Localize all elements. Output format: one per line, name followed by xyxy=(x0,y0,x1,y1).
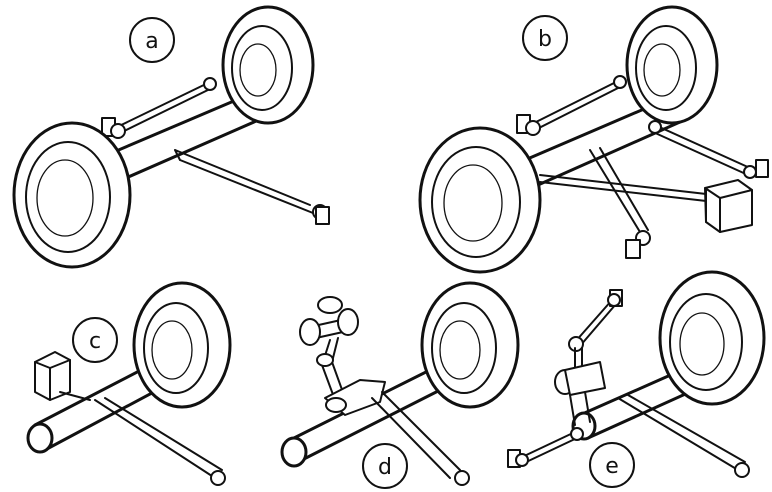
pivot-joint xyxy=(570,427,584,441)
panel-label-circle xyxy=(589,442,635,488)
panel-label-circle xyxy=(362,443,408,489)
pivot-joint xyxy=(734,462,750,478)
pivot-joint xyxy=(607,293,621,307)
panel-label-c: c xyxy=(89,329,101,354)
panel-a: a xyxy=(12,5,330,269)
shock-bracket xyxy=(704,179,753,233)
panel-b: b xyxy=(418,5,769,274)
panel-label-d: d xyxy=(378,455,392,480)
panel-label-a: a xyxy=(145,29,158,54)
wheel xyxy=(132,281,232,409)
wheel xyxy=(420,281,520,409)
panel-label-b: b xyxy=(538,27,552,52)
panel-c: c xyxy=(26,281,232,486)
pivot-joint xyxy=(454,470,470,486)
pivot-joint xyxy=(743,165,757,179)
mount-bracket xyxy=(625,239,641,259)
pivot-joint xyxy=(203,77,217,91)
panel-label-e: e xyxy=(605,454,619,479)
wheel xyxy=(418,126,542,274)
pivot-joint xyxy=(525,120,541,136)
mount-bracket xyxy=(315,206,330,225)
pivot-joint xyxy=(648,120,662,134)
panel-e: e xyxy=(507,270,766,488)
pivot-joint xyxy=(210,470,226,486)
panel-d: d xyxy=(280,281,520,489)
pivot-assembly xyxy=(299,296,386,416)
wheel xyxy=(221,5,315,125)
pivot-assembly xyxy=(554,347,606,426)
wheel xyxy=(12,121,132,269)
pivot-joint xyxy=(613,75,627,89)
pivot-joint xyxy=(515,453,529,467)
wheel xyxy=(658,270,766,406)
shock-bracket xyxy=(34,351,71,401)
mount-bracket xyxy=(755,159,769,178)
axle-end xyxy=(280,436,308,468)
axle-end xyxy=(26,422,54,454)
panel-label-circle xyxy=(129,17,175,63)
pivot-joint xyxy=(110,123,126,139)
wheel xyxy=(625,5,719,125)
panel-label-circle xyxy=(72,317,118,363)
panel-label-circle xyxy=(522,15,568,61)
